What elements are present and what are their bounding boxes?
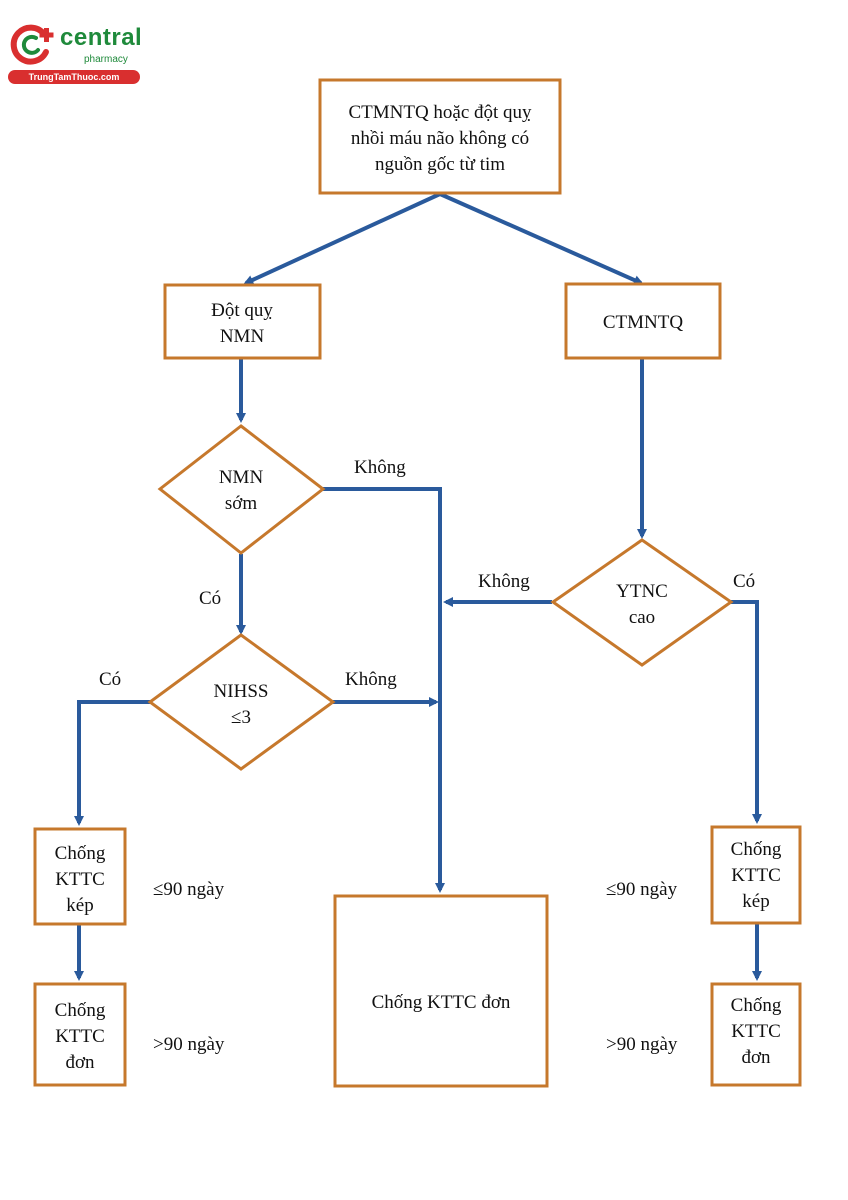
node-dual-right: Chống KTTC kép	[710, 825, 802, 925]
node-dual-left-line-2: KTTC	[55, 869, 105, 890]
edge-root-to-stroke	[243, 192, 441, 285]
node-single-right-line-3: đơn	[741, 1047, 771, 1068]
node-ytnc-line-2: cao	[629, 607, 655, 628]
edge-early-no	[323, 487, 445, 893]
node-stroke-line-2: NMN	[220, 326, 265, 347]
label-early-yes: Có	[199, 588, 221, 609]
label-nihss-yes: Có	[99, 669, 121, 690]
node-root-line-2: nhồi máu não không có	[351, 128, 529, 149]
node-early-nmn-decision: NMN sớm	[157, 424, 326, 555]
label-right-short-duration: ≤90 ngày	[606, 879, 678, 900]
node-root: CTMNTQ hoặc đột quỵ nhồi máu não không c…	[318, 78, 562, 195]
node-root-line-1: CTMNTQ hoặc đột quỵ	[348, 102, 532, 123]
label-left-long-duration: >90 ngày	[153, 1034, 225, 1055]
node-dual-left-line-3: kép	[66, 895, 93, 916]
node-ytnc-decision: YTNC cao	[550, 538, 734, 667]
label-left-short-duration: ≤90 ngày	[153, 879, 225, 900]
node-nihss-line-1: NIHSS	[214, 681, 269, 702]
edges	[74, 192, 762, 981]
label-early-no: Không	[354, 457, 406, 478]
node-single-right-line-2: KTTC	[731, 1021, 781, 1042]
edge-root-to-ctmntq	[439, 192, 644, 285]
node-single-left: Chống KTTC đơn	[33, 982, 127, 1087]
node-ctmntq-label: CTMNTQ	[603, 312, 684, 333]
node-single-left-line-3: đơn	[65, 1052, 95, 1073]
label-ytnc-no: Không	[478, 571, 530, 592]
label-ytnc-yes: Có	[733, 571, 755, 592]
node-single-center: Chống KTTC đơn	[333, 894, 549, 1088]
node-dual-right-line-1: Chống	[731, 839, 782, 860]
node-single-right-line-1: Chống	[731, 995, 782, 1016]
node-ctmntq: CTMNTQ	[564, 282, 722, 360]
node-early-line-2: sớm	[225, 493, 257, 514]
node-early-line-1: NMN	[219, 467, 264, 488]
node-nihss-line-2: ≤3	[231, 707, 251, 728]
logo-url-badge: TrungTamThuoc.com	[8, 70, 140, 84]
logo-subtitle: pharmacy	[84, 54, 128, 65]
node-single-right: Chống KTTC đơn	[710, 982, 802, 1087]
node-dual-left: Chống KTTC kép	[33, 827, 127, 926]
node-stroke-nmn: Đột quỵ NMN	[163, 283, 322, 360]
central-pharmacy-logo: central pharmacy TrungTamThuoc.com	[8, 22, 148, 92]
node-dual-right-line-3: kép	[742, 891, 769, 912]
pharmacy-cross-icon	[10, 24, 54, 65]
node-dual-right-line-2: KTTC	[731, 865, 781, 886]
label-nihss-no: Không	[345, 669, 397, 690]
edge-ytnc-yes	[731, 600, 762, 824]
node-nihss-decision: NIHSS ≤3	[147, 633, 336, 771]
node-single-left-line-2: KTTC	[55, 1026, 105, 1047]
node-stroke-line-1: Đột quỵ	[211, 300, 273, 321]
node-single-center-label: Chống KTTC đơn	[372, 992, 511, 1013]
node-single-left-line-1: Chống	[55, 1000, 106, 1021]
node-ytnc-line-1: YTNC	[616, 581, 668, 602]
label-right-long-duration: >90 ngày	[606, 1034, 678, 1055]
logo-name: central	[60, 24, 143, 51]
node-dual-left-line-1: Chống	[55, 843, 106, 864]
node-root-line-3: nguồn gốc từ tim	[375, 154, 505, 175]
edge-nihss-yes	[74, 700, 150, 826]
